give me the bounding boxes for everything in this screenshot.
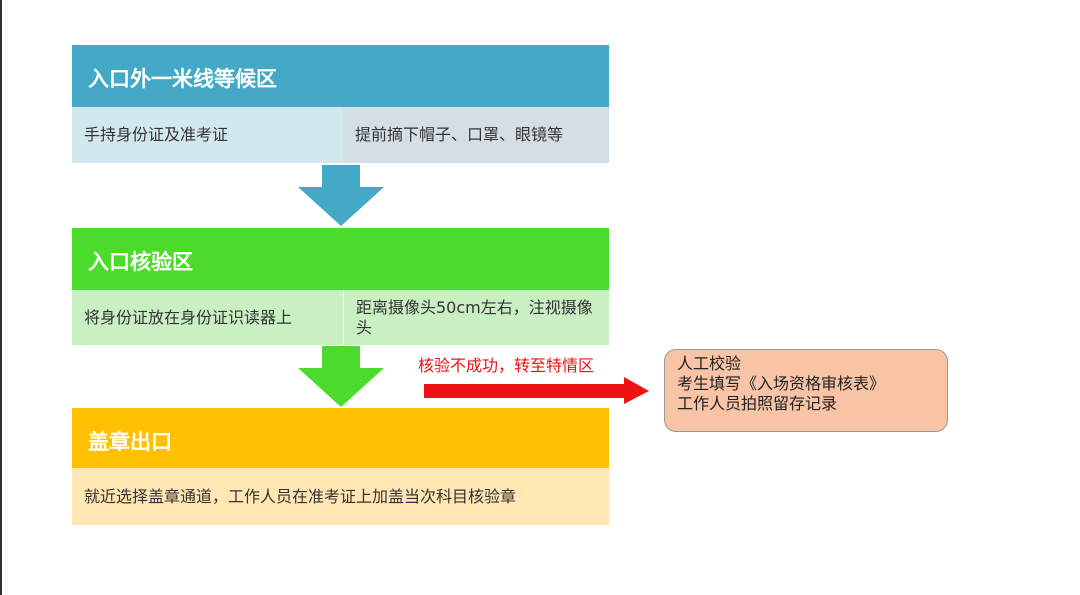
box-line: 工作人员拍照留存记录 (677, 394, 838, 413)
step1-header: 入口外一米线等候区 (72, 45, 609, 107)
step3-item-1: 就近选择盖章通道，工作人员在准考证上加盖当次科目核验章 (72, 468, 609, 525)
frame-edge (0, 0, 2, 595)
step2-item-2: 距离摄像头50cm左右，注视摄像头 (343, 290, 609, 345)
box-line: 考生填写《入场资格审核表》 (677, 374, 886, 393)
step3-header: 盖章出口 (72, 408, 609, 468)
step1-item-2: 提前摘下帽子、口罩、眼镜等 (343, 107, 609, 163)
special-handling-box: 人工校验 考生填写《入场资格审核表》 工作人员拍照留存记录 (664, 349, 948, 432)
down-arrow-icon (298, 346, 384, 407)
step2-header: 入口核验区 (72, 228, 609, 290)
right-arrow-icon (424, 377, 649, 404)
step2-item-1: 将身份证放在身份证识读器上 (72, 290, 343, 345)
step1-item-1: 手持身份证及准考证 (72, 107, 343, 163)
box-line: 人工校验 (677, 354, 742, 373)
down-arrow-icon (298, 165, 384, 226)
branch-label: 核验不成功，转至特情区 (418, 356, 595, 375)
